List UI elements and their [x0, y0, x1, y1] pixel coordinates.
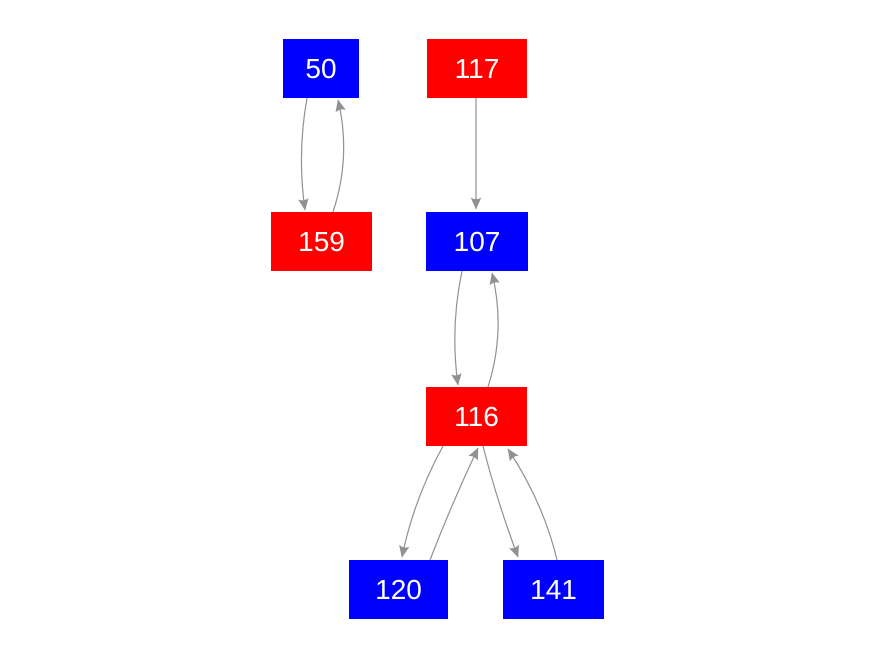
edge-107-116	[451, 270, 463, 386]
node-159[interactable]: 159	[271, 212, 372, 271]
node-141[interactable]: 141	[503, 560, 604, 619]
edge-116-141	[482, 445, 519, 558]
node-107[interactable]: 107	[426, 212, 528, 271]
node-120[interactable]: 120	[349, 560, 448, 619]
edge-120-116	[429, 447, 479, 561]
node-116[interactable]: 116	[426, 387, 527, 446]
edge-159-50	[332, 99, 346, 213]
node-50[interactable]: 50	[283, 39, 359, 98]
edge-50-159	[298, 97, 309, 211]
node-117[interactable]: 117	[427, 39, 527, 98]
edge-116-107	[487, 272, 500, 388]
edge-141-116	[507, 448, 558, 561]
edge-116-120	[399, 445, 444, 558]
